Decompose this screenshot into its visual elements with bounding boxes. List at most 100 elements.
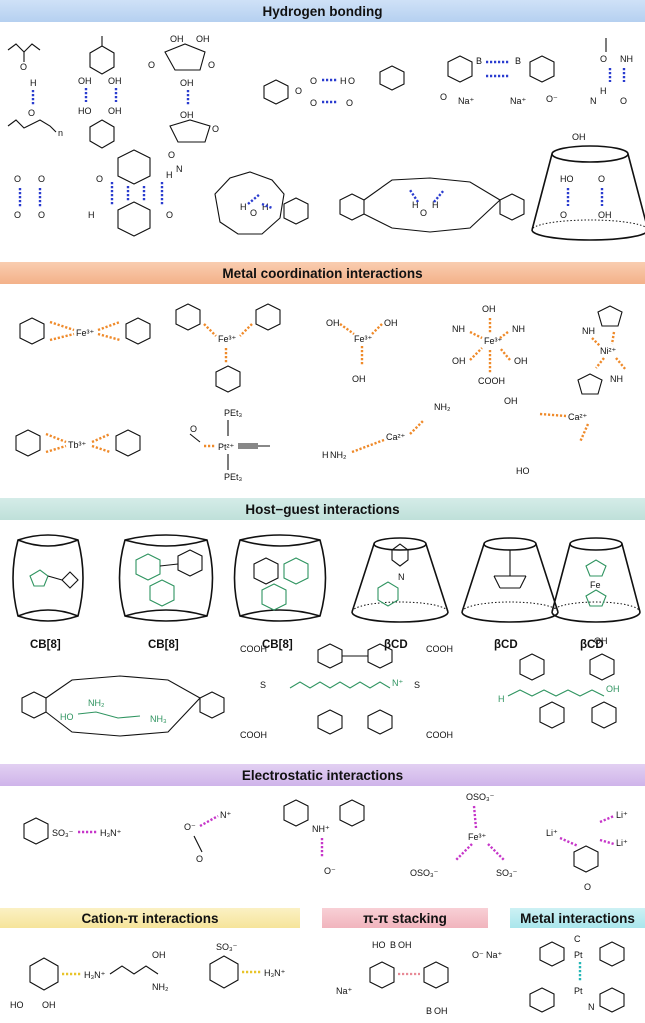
svg-text:HO: HO	[60, 712, 74, 722]
beta-cd-cone-2: βCD	[461, 537, 559, 651]
svg-text:NH: NH	[582, 326, 595, 336]
lithium-ureido-electrostatic: Li⁺ Li⁺ Li⁺ O	[546, 810, 628, 892]
svg-text:Pt: Pt	[574, 950, 583, 960]
svg-text:NH₃: NH₃	[150, 714, 167, 724]
svg-text:N: N	[590, 96, 597, 106]
svg-text:OH: OH	[572, 132, 586, 142]
histidine-ni-complex: NH Ni²⁺ NH	[577, 305, 627, 395]
svg-text:C: C	[574, 934, 581, 944]
svg-text:B: B	[390, 940, 396, 950]
svg-text:HO: HO	[78, 106, 92, 116]
host-guest-panel: CB[8] CB[8] CB[8] N βCD βCD	[12, 534, 641, 740]
section-header-metal-interactions: Metal interactions	[510, 908, 645, 928]
svg-text:Fe³⁺: Fe³⁺	[468, 832, 487, 842]
svg-text:O: O	[166, 210, 173, 220]
svg-text:Ca²⁺: Ca²⁺	[568, 412, 588, 422]
svg-text:O: O	[20, 62, 27, 72]
svg-text:OH: OH	[606, 684, 620, 694]
svg-text:OH: OH	[504, 396, 518, 406]
svg-text:O⁻: O⁻	[546, 94, 558, 104]
svg-text:OH: OH	[196, 34, 210, 44]
svg-text:NH⁺: NH⁺	[312, 824, 330, 834]
svg-text:N: N	[398, 572, 405, 582]
catechol-tb-complex: Tb³⁺	[15, 429, 141, 457]
svg-text:O: O	[196, 854, 203, 864]
svg-text:O: O	[584, 882, 591, 892]
svg-text:OH: OH	[42, 1000, 56, 1010]
svg-text:CB[8]: CB[8]	[148, 639, 179, 651]
svg-text:O: O	[420, 208, 427, 218]
svg-text:H: H	[322, 450, 329, 460]
svg-text:O: O	[208, 60, 215, 70]
svg-text:H₃N⁺: H₃N⁺	[264, 968, 286, 978]
hydrogen-bonding-panel: O H O n OH OH HO OH OH OH O O OH OH O O …	[7, 34, 645, 241]
svg-text:OSO₃⁻: OSO₃⁻	[466, 792, 495, 802]
svg-text:Na⁺: Na⁺	[336, 986, 353, 996]
svg-text:HO: HO	[516, 466, 530, 476]
svg-text:Fe³⁺: Fe³⁺	[484, 336, 503, 346]
svg-text:O: O	[190, 424, 197, 434]
fe-sulfate-electrostatic: OSO₃⁻ Fe³⁺ OSO₃⁻ SO₃⁻	[410, 792, 518, 878]
svg-text:Fe³⁺: Fe³⁺	[218, 334, 237, 344]
svg-text:O: O	[440, 92, 447, 102]
svg-text:O: O	[598, 174, 605, 184]
svg-text:H: H	[412, 200, 419, 210]
svg-text:COOH: COOH	[426, 730, 453, 740]
cation-pi-sulfonate-ammonium: SO₃⁻ H₃N⁺	[209, 942, 286, 989]
svg-text:NH₂: NH₂	[434, 402, 451, 412]
svg-text:NH₂: NH₂	[152, 982, 169, 992]
beta-cd-cone-3: Fe βCD	[551, 537, 641, 651]
sulfonate-ammonium-pair: SO₃⁻ H₃N⁺	[23, 817, 122, 845]
svg-text:O: O	[560, 210, 567, 220]
upy-quadruple-hbond-dimer: O H N H O	[88, 149, 183, 237]
svg-text:Li⁺: Li⁺	[616, 810, 628, 820]
svg-text:O: O	[96, 174, 103, 184]
svg-text:SO₃⁻: SO₃⁻	[52, 828, 74, 838]
svg-text:O⁻: O⁻	[472, 950, 484, 960]
svg-text:N⁺: N⁺	[220, 810, 231, 820]
carboxylate-quaternary-ammonium-pair: O⁻ N⁺ O	[184, 810, 231, 864]
svg-text:CB[8]: CB[8]	[262, 639, 293, 651]
dibenzo-crown-ether-water-hbond: H O H	[339, 177, 525, 233]
pi-pi-stacking-boronic: HO B OH Na⁺ O⁻ Na⁺ B OH	[336, 940, 503, 1016]
svg-text:B: B	[476, 56, 482, 66]
catechol-fe-tris-complex: Fe³⁺	[175, 303, 281, 393]
svg-text:COOH: COOH	[426, 644, 453, 654]
svg-text:OH: OH	[452, 356, 466, 366]
svg-text:Pt: Pt	[574, 986, 583, 996]
svg-text:O: O	[148, 60, 155, 70]
svg-text:Ca²⁺: Ca²⁺	[386, 432, 406, 442]
svg-text:S: S	[414, 680, 420, 690]
svg-text:OH: OH	[434, 1006, 448, 1016]
svg-text:COOH: COOH	[240, 644, 267, 654]
svg-text:NH: NH	[452, 324, 465, 334]
platinum-acetylide-complex: PEt₃ Pt²⁺ PEt₃ O	[189, 408, 270, 482]
svg-text:HO: HO	[10, 1000, 24, 1010]
cation-pi-catechol-lysine: H₃N⁺ OH NH₂ HO OH	[10, 950, 169, 1010]
svg-text:NH₂: NH₂	[330, 450, 347, 460]
svg-text:N: N	[176, 164, 183, 174]
carboxylic-acid-hbond-dimer: O O O O	[14, 174, 45, 220]
section-header-cation-pi: Cation-π interactions	[0, 908, 300, 928]
svg-text:H: H	[600, 86, 607, 96]
svg-text:Tb³⁺: Tb³⁺	[68, 440, 87, 450]
svg-text:NH: NH	[512, 324, 525, 334]
svg-text:Fe: Fe	[590, 580, 601, 590]
svg-text:N⁺: N⁺	[392, 678, 403, 688]
svg-text:O: O	[28, 108, 35, 118]
svg-text:O⁻: O⁻	[184, 822, 196, 832]
electrostatic-panel: SO₃⁻ H₃N⁺ O⁻ N⁺ O NH⁺ O⁻ OSO₃⁻ Fe³⁺ OSO₃…	[23, 792, 628, 892]
svg-text:O: O	[14, 174, 21, 184]
carboxylate-ca-complex: OH Ca²⁺ HO	[504, 396, 590, 476]
cb8-cage-2: CB[8]	[118, 534, 214, 651]
pt-pt-metal-interaction: C Pt Pt N	[529, 934, 625, 1013]
svg-text:N: N	[588, 1002, 595, 1012]
section-header-pi-pi-stacking: π-π stacking	[322, 908, 488, 928]
svg-text:O: O	[168, 150, 175, 160]
svg-text:βCD: βCD	[384, 639, 408, 651]
svg-text:S: S	[260, 680, 266, 690]
svg-text:OH: OH	[108, 76, 122, 86]
svg-text:COOH: COOH	[478, 376, 505, 386]
svg-text:OH: OH	[78, 76, 92, 86]
svg-text:O: O	[14, 210, 21, 220]
